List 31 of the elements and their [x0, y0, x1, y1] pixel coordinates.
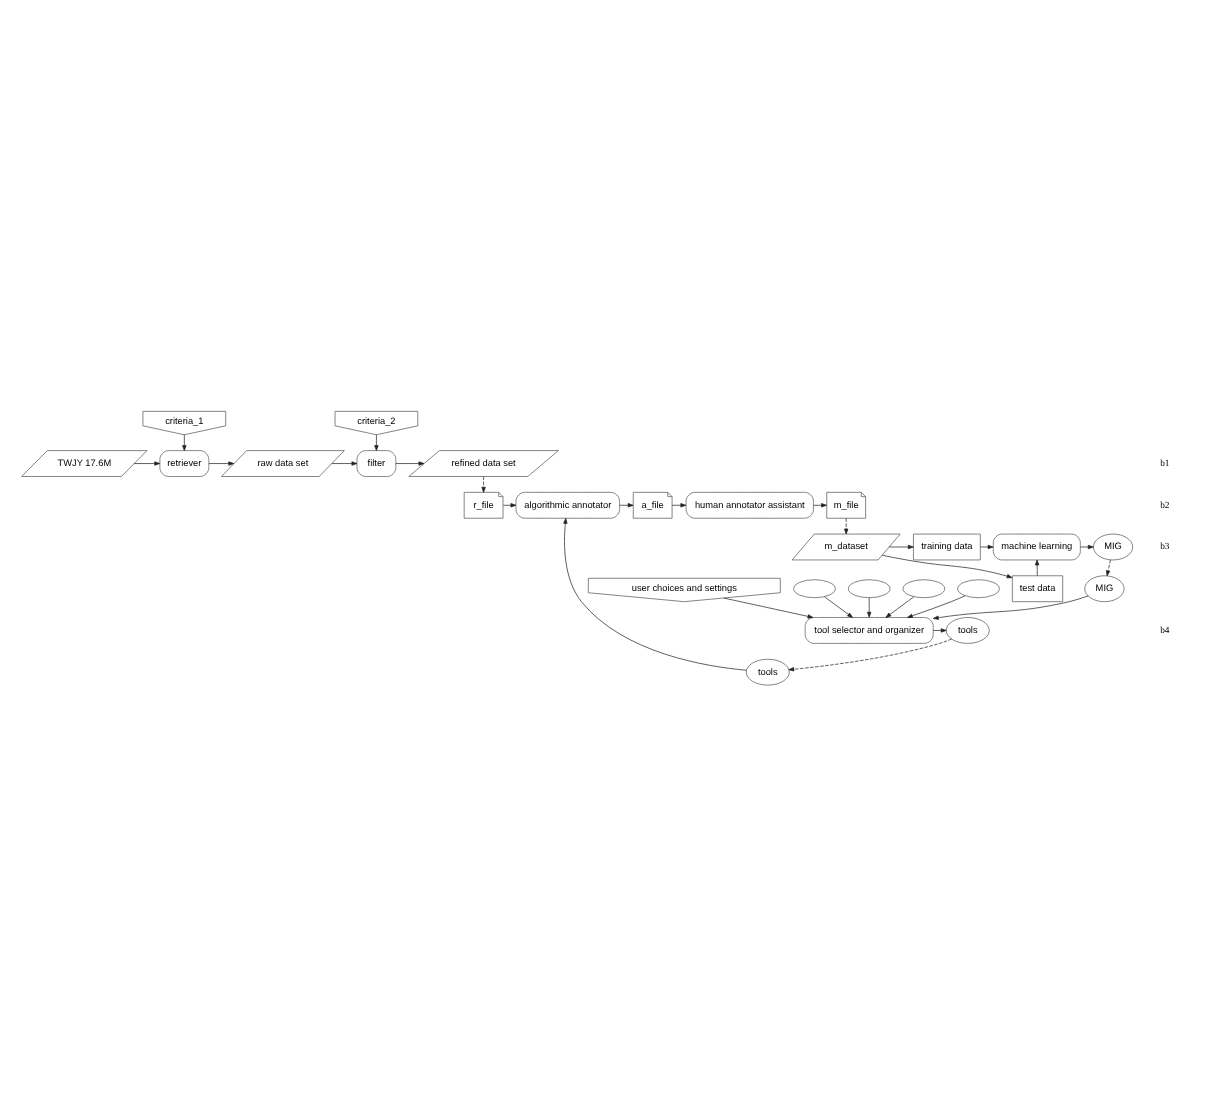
arrow	[619, 503, 634, 508]
arrow	[1080, 544, 1094, 550]
arrow	[374, 434, 379, 451]
node-ellipse	[847, 579, 891, 599]
arrow	[134, 461, 161, 466]
arrow	[182, 434, 187, 451]
arrow	[907, 595, 966, 618]
node-ellipse	[902, 579, 946, 599]
arrow	[395, 461, 425, 466]
arrow	[933, 595, 1089, 620]
arrow	[563, 518, 747, 671]
arrow	[671, 503, 687, 508]
arrow	[788, 638, 953, 672]
node-ellipse	[957, 579, 1000, 599]
arrow	[1035, 559, 1040, 577]
arrow	[481, 476, 486, 493]
arrow	[1106, 559, 1111, 577]
arrow	[867, 597, 872, 618]
arrow	[331, 461, 358, 466]
arrow	[723, 597, 814, 619]
arrow	[824, 596, 853, 618]
arrow	[888, 544, 914, 550]
node-ellipse	[793, 579, 836, 599]
arrow	[881, 554, 1013, 579]
arrow	[502, 503, 517, 508]
arrow	[980, 544, 994, 550]
arrow	[932, 628, 947, 633]
arrow	[208, 461, 235, 466]
arrow	[813, 503, 827, 508]
arrow	[885, 596, 915, 618]
arrow	[844, 517, 849, 535]
